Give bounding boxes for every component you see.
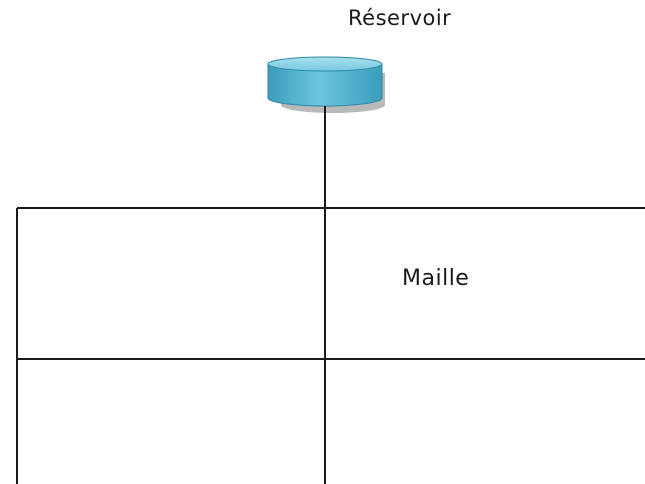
tank-top (267, 56, 383, 72)
pipe-network (16, 106, 645, 484)
tank-body (267, 63, 383, 107)
reservoir-icon (267, 56, 385, 113)
mesh-label: Maille (402, 266, 470, 291)
reservoir-label: Réservoir (348, 6, 452, 30)
